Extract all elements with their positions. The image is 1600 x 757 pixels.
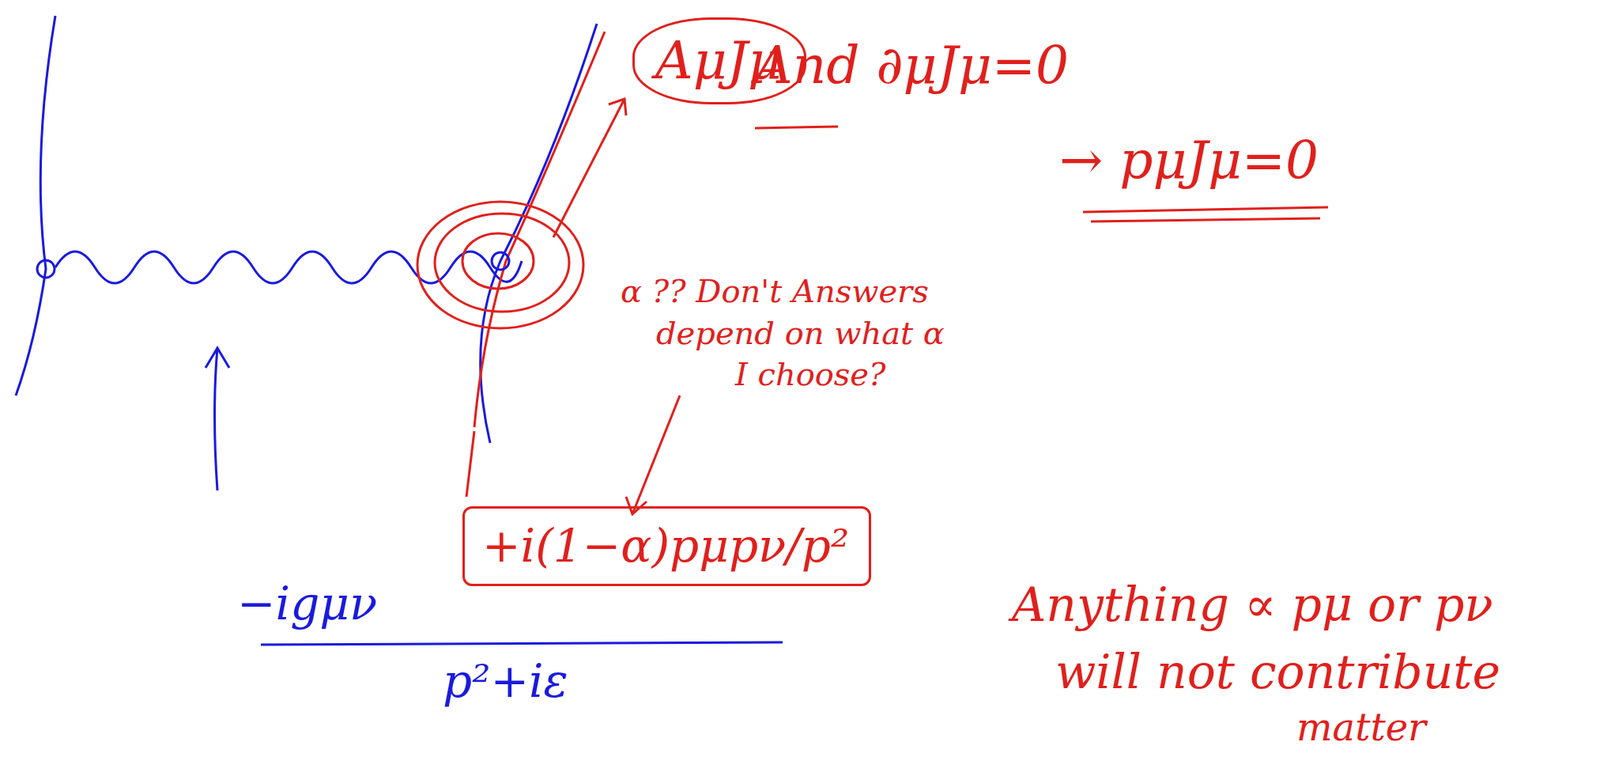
vertex: [37, 260, 55, 278]
fermion-line: [15, 15, 56, 396]
photon-line: [55, 251, 522, 284]
arrow-head: [626, 496, 647, 514]
boxed-term: +i(1−α)pμpν/p²: [462, 505, 872, 586]
arrow-head: [608, 98, 627, 116]
note-text: α ?? Don't Answers: [620, 272, 929, 310]
fraction-bar: [260, 641, 783, 645]
highlight-line: [474, 31, 605, 427]
note-text: And ∂μJμ=0: [754, 35, 1069, 96]
underline: [754, 126, 838, 129]
leader-arrow: [632, 395, 680, 514]
vertex: [491, 252, 510, 270]
note-text: Anything ∝ pμ or pν: [1011, 577, 1494, 632]
formula-term: −igμν: [237, 577, 378, 631]
note-text: → pμJμ=0: [1059, 130, 1319, 191]
highlight-ring: [417, 201, 584, 329]
leader-arrow: [553, 98, 625, 238]
note-text: depend on what α: [656, 314, 945, 351]
note-text: matter: [1296, 705, 1427, 749]
highlight-ring: [462, 233, 534, 289]
note-text: I choose?: [735, 355, 887, 393]
leader-line: [466, 430, 475, 497]
note-text: will not contribute: [1055, 644, 1501, 699]
node-text: +i(1−α)pμpν/p²: [482, 519, 850, 573]
highlight-ring: [434, 213, 570, 312]
arrow-head: [205, 347, 230, 368]
underline: [1083, 207, 1329, 222]
formula-denominator: p²+iε: [442, 654, 569, 708]
leader-arrow: [215, 347, 219, 491]
